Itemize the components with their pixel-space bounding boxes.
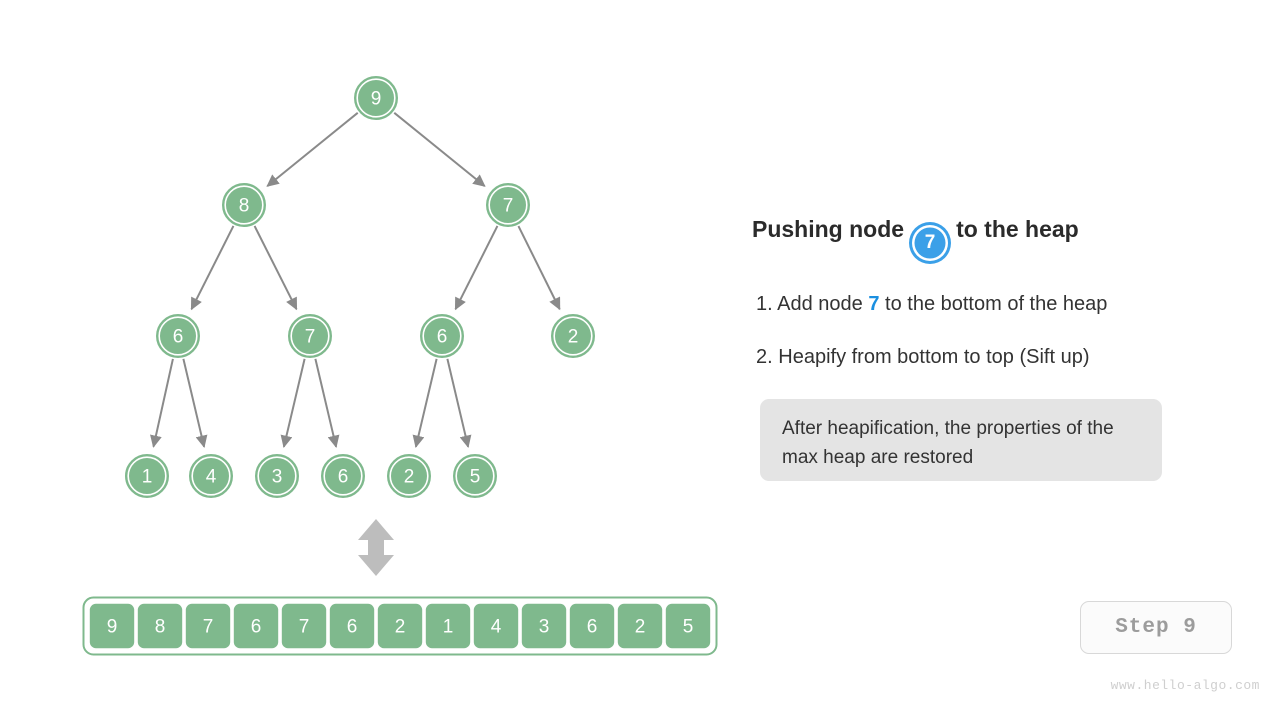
- tree-edge: [280, 358, 306, 448]
- array-cell: 3: [520, 602, 568, 650]
- tree-edge: [150, 358, 174, 448]
- tree-edge: [393, 112, 486, 187]
- array-cell-value: 3: [539, 617, 550, 638]
- tree-edge: [446, 358, 472, 448]
- array-cell: 5: [664, 602, 712, 650]
- array-cell: 2: [376, 602, 424, 650]
- step-1-after: to the bottom of the heap: [879, 293, 1108, 315]
- pushed-node-badge: 7: [912, 225, 949, 261]
- step-indicator-label: Step 9: [1115, 616, 1197, 639]
- watermark: www.hello-algo.com: [1110, 678, 1260, 693]
- step-indicator: Step 9: [1080, 601, 1232, 654]
- tree-node: 7: [288, 314, 332, 358]
- array-cell: 1: [424, 602, 472, 650]
- step-1-before: Add node: [777, 293, 869, 315]
- tree-node-value: 7: [305, 327, 316, 348]
- tree-node-value: 6: [338, 467, 349, 488]
- tree-node: 8: [222, 183, 266, 227]
- tree-node-value: 6: [173, 327, 184, 348]
- tree-node-value: 2: [568, 327, 579, 348]
- tree-node-value: 4: [206, 467, 217, 488]
- double-arrow-icon: [358, 519, 394, 576]
- array-cell-value: 6: [251, 617, 262, 638]
- tree-node: 6: [156, 314, 200, 358]
- tree-edge: [517, 225, 561, 311]
- array-cell-value: 4: [491, 617, 502, 638]
- tree-node: 7: [486, 183, 530, 227]
- array-cell-value: 5: [683, 617, 694, 638]
- tree-edge: [266, 112, 359, 187]
- tree-node-value: 2: [404, 467, 415, 488]
- array-representation: 9 8 7 6 7 6 2 1 4 3 6 2 5: [82, 596, 718, 656]
- tree-edges: [150, 112, 561, 448]
- array-cell: 9: [88, 602, 136, 650]
- note-text: After heapification, the properties of t…: [782, 418, 1114, 468]
- tree-node-value: 9: [371, 89, 382, 110]
- tree-node: 5: [453, 454, 497, 498]
- step-1-number: 1.: [756, 293, 778, 315]
- array-cell: 7: [280, 602, 328, 650]
- array-cell: 2: [616, 602, 664, 650]
- tree-node-value: 7: [503, 196, 514, 217]
- tree-edge: [412, 358, 438, 448]
- tree-node: 9: [354, 76, 398, 120]
- page-title: Pushing node 7 to the heap: [752, 216, 1079, 261]
- tree-node-value: 1: [142, 467, 153, 488]
- tree-edge: [182, 358, 208, 448]
- tree-edge: [253, 225, 298, 311]
- tree-node-value: 6: [437, 327, 448, 348]
- tree-node: 2: [551, 314, 595, 358]
- array-cell-value: 8: [155, 617, 166, 638]
- instruction-step-2: 2. Heapify from bottom to top (Sift up): [756, 346, 1090, 369]
- array-cell: 6: [568, 602, 616, 650]
- array-cell-value: 6: [587, 617, 598, 638]
- tree-node: 6: [321, 454, 365, 498]
- tree-node: 6: [420, 314, 464, 358]
- array-cell-value: 6: [347, 617, 358, 638]
- headline-prefix: Pushing node: [752, 216, 905, 242]
- step-2-number: 2.: [756, 346, 779, 368]
- explanation-panel: Pushing node 7 to the heap 1. Add node 7 t…: [752, 0, 1280, 720]
- step-1-highlight: 7: [868, 293, 880, 315]
- binary-tree-and-array-svg: 9 8 7 6 7 6 2 1 4 3 6 2 5 9 8 7 6 7 6 2 1 4 3 6 2 5: [82, 76, 718, 656]
- array-cell-value: 2: [635, 617, 646, 638]
- tree-edge: [454, 225, 499, 311]
- tree-node-value: 5: [470, 467, 481, 488]
- headline-suffix: to the heap: [956, 216, 1079, 242]
- array-cell: 6: [328, 602, 376, 650]
- tree-edge: [190, 225, 235, 311]
- tree-edge: [314, 358, 340, 448]
- tree-node: 1: [125, 454, 169, 498]
- tree-node: 2: [387, 454, 431, 498]
- array-frame: [82, 596, 718, 656]
- array-cell: 7: [184, 602, 232, 650]
- note-callout: After heapification, the properties of t…: [760, 399, 1162, 481]
- tree-nodes: 9 8 7 6 7 6 2 1 4 3 6 2 5: [125, 76, 595, 498]
- array-cell-value: 1: [443, 617, 454, 638]
- heap-diagram-panel: 9 8 7 6 7 6 2 1 4 3 6 2 5 9 8 7 6 7 6 2 1 4 3 6 2 5: [82, 76, 718, 656]
- array-cell-value: 7: [299, 617, 310, 638]
- array-cell-value: 9: [107, 617, 118, 638]
- step-2-before: Heapify from bottom to top (Sift up): [778, 346, 1090, 368]
- tree-node-value: 3: [272, 467, 283, 488]
- array-cell-value: 7: [203, 617, 214, 638]
- tree-node: 3: [255, 454, 299, 498]
- array-cell: 4: [472, 602, 520, 650]
- array-cell: 6: [232, 602, 280, 650]
- array-cell-value: 2: [395, 617, 406, 638]
- array-cell: 8: [136, 602, 184, 650]
- tree-node: 4: [189, 454, 233, 498]
- tree-node-value: 8: [239, 196, 250, 217]
- instruction-step-1: 1. Add node 7 to the bottom of the heap: [756, 293, 1107, 316]
